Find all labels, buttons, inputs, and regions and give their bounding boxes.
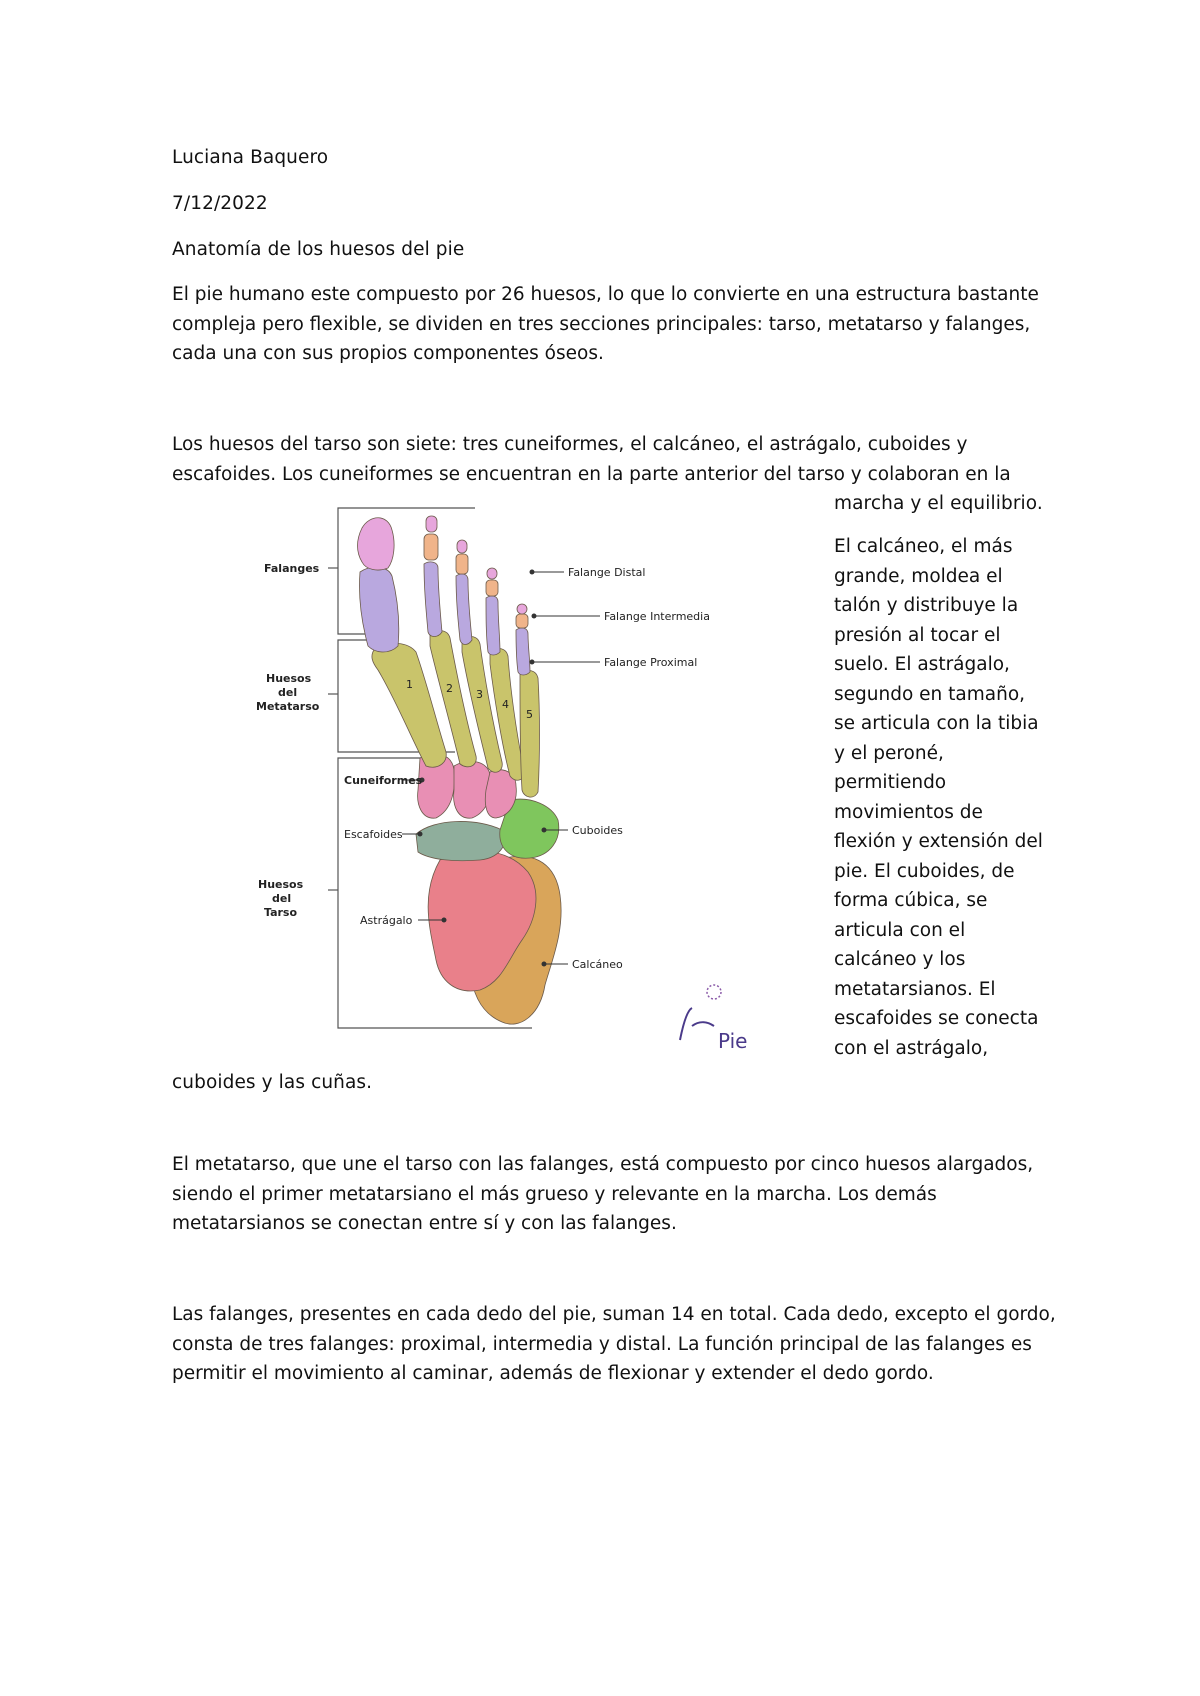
label-escafoides: Escafoides [344,828,403,841]
falanges-line: Las falanges, presentes en cada dedo del… [172,1304,1056,1325]
tarso-paragraph: Los huesos del tarso son siete: tres cun… [172,430,1011,489]
side-line: con el astrágalo, [834,1037,989,1059]
group-label-tarso-line1: Huesos [258,878,304,891]
foot-bones-illustration: 1 2 3 4 5 Falanges Huesos del Metatarso … [256,507,747,1052]
metatarsal-5-bone [519,670,540,798]
author-name: Luciana Baquero [172,147,329,168]
intermediate-phalanx-3 [455,553,469,575]
label-falange-proximal: Falange Proximal [604,656,697,669]
side-line: calcáneo y los [834,949,966,970]
intermediate-phalanx-2 [423,533,439,561]
document-title: Anatomía de los huesos del pie [172,239,465,260]
tarso-side-column: El calcáneo, el más grande, moldea el ta… [834,532,1054,1063]
cuneiform-intermediate-bone [453,760,492,819]
metatarso-line: metatarsianos se conectan entre sí y con… [172,1213,677,1234]
label-cuboides: Cuboides [572,824,623,837]
tarso-continuation: marcha y el equilibrio. [834,493,1043,514]
intro-line: El pie humano este compuesto por 26 hues… [172,284,1039,305]
pie-logo-watermark: Pie [679,984,747,1052]
cuboid-bone [499,798,560,859]
proximal-phalanx-4 [485,595,501,656]
intro-paragraph: El pie humano este compuesto por 26 hues… [172,280,1039,369]
group-label-falanges: Falanges [264,562,320,575]
metatarsal-number-5: 5 [526,708,533,721]
label-calcaneo: Calcáneo [572,958,623,971]
side-line: se articula con la tibia [834,713,1039,734]
distal-phalanx-3 [456,539,468,554]
tarso-line: Los huesos del tarso son siete: tres cun… [172,434,968,455]
metatarsal-number-1: 1 [406,678,413,691]
metatarsal-1-bone [371,643,447,768]
navicular-bone [415,821,506,862]
side-line: metatarsianos. El [834,978,996,1000]
falanges-line: permitir el movimiento al caminar, ademá… [172,1363,934,1384]
side-line: pie. El cuboides, de [834,860,1015,882]
distal-phalanx-5 [516,603,528,615]
group-label-metatarso-line3: Metatarso [256,700,320,713]
falanges-paragraph: Las falanges, presentes en cada dedo del… [172,1300,1056,1389]
label-astragalo: Astrágalo [360,914,413,927]
leader-dots [417,569,547,967]
logo-text: Pie [718,1029,747,1052]
metatarsal-number-4: 4 [502,698,509,711]
metatarso-line: siendo el primer metatarsiano el más gru… [172,1183,937,1205]
group-label-tarso-line3: Tarso [264,906,297,919]
group-label-metatarso-line1: Huesos [266,672,312,685]
side-line: presión al tocar el [834,624,1001,646]
metatarsal-3-bone [461,636,503,773]
proximal-phalanx-2 [423,561,443,637]
side-line: El calcáneo, el más [834,536,1013,557]
side-line: permitiendo [834,772,947,793]
distal-phalanx-1 [357,517,395,571]
group-label-tarso-line2: del [272,892,291,905]
side-line: flexión y extensión del [834,831,1043,852]
talus-bone [427,850,537,992]
side-line: segundo en tamaño, [834,683,1026,705]
metatarso-paragraph: El metatarso, que une el tarso con las f… [172,1150,1033,1239]
tarso-end-line: cuboides y las cuñas. [172,1072,373,1093]
label-falange-distal: Falange Distal [568,566,645,579]
intermediate-phalanx-4 [485,579,499,597]
distal-phalanx-4 [486,567,498,580]
side-line: suelo. El astrágalo, [834,654,1010,675]
metatarsal-2-bone [429,630,477,768]
metatarsal-number-2: 2 [446,682,453,695]
cuneiform-lateral-bone [484,769,517,819]
side-line: talón y distribuye la [834,595,1019,616]
metatarsal-number-3: 3 [476,688,483,701]
tarso-line: escafoides. Los cuneiformes se encuentra… [172,463,1011,485]
leader-lines [402,571,600,965]
side-line: grande, moldea el [834,565,1003,587]
foot-bones-figure: 1 2 3 4 5 Falanges Huesos del Metatarso … [240,500,780,1052]
label-falange-intermedia: Falange Intermedia [604,610,710,623]
intermediate-phalanx-5 [515,613,529,629]
side-line: y el peroné, [834,742,944,764]
group-label-metatarso-line2: del [278,686,297,699]
side-line: movimientos de [834,801,983,823]
group-brackets [328,507,532,1029]
document-date: 7/12/2022 [172,193,268,214]
distal-phalanx-2 [425,515,438,533]
side-line: articula con el [834,919,966,941]
side-line: forma cúbica, se [834,890,988,911]
label-cuneiformes: Cuneiformes [344,774,423,787]
falanges-line: consta de tres falanges: proximal, inter… [172,1333,1032,1355]
proximal-phalanx-5 [515,627,531,676]
metatarso-line: El metatarso, que une el tarso con las f… [172,1154,1034,1175]
intro-line: compleja pero flexible, se dividen en tr… [172,313,1031,335]
side-line: escafoides se conecta [834,1008,1039,1029]
proximal-phalanx-1 [359,566,400,653]
intro-line: cada una con sus propios componentes óse… [172,343,604,364]
proximal-phalanx-3 [455,573,473,645]
